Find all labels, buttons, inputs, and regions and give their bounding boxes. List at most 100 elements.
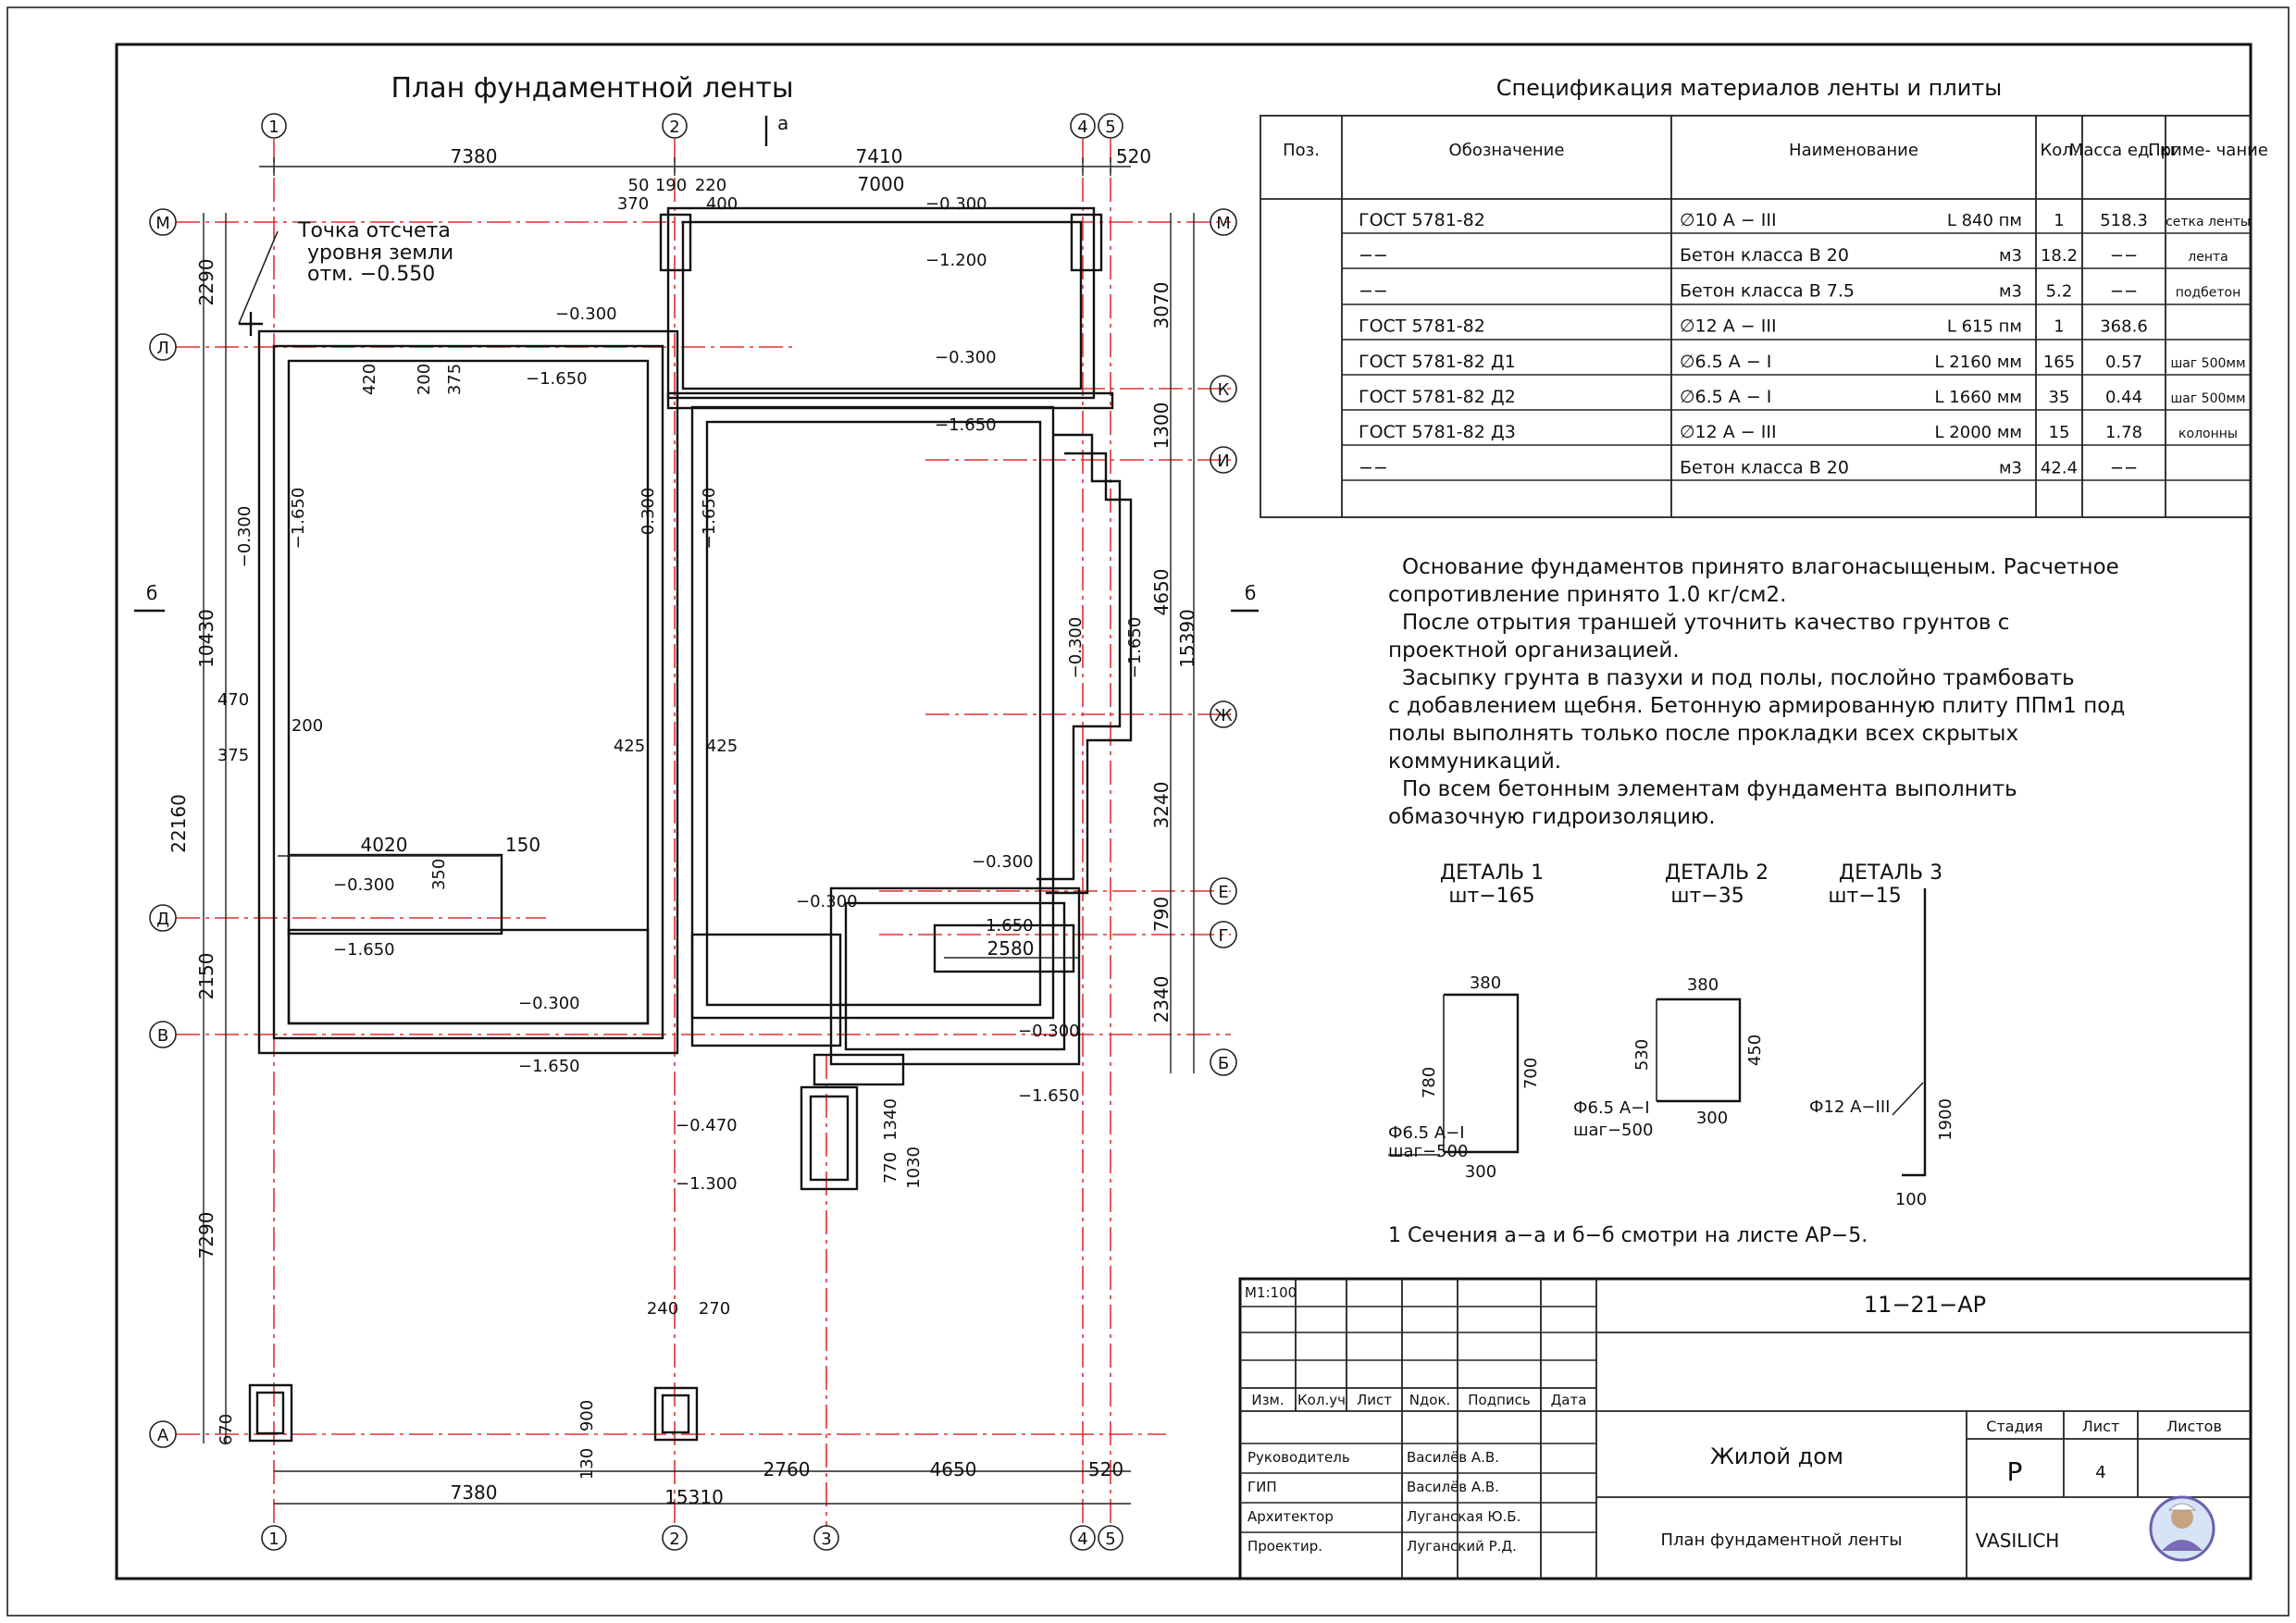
spec-cell-designation: ГОСТ 5781-82 Д1: [1359, 352, 1516, 372]
dim-label: 450: [1745, 1035, 1765, 1066]
section-label: б: [146, 582, 157, 604]
spec-header: Наименование: [1789, 141, 1918, 160]
level-mark: −0.300: [935, 348, 997, 367]
foundation-walls: [248, 206, 1133, 1443]
axis-label: 5: [1105, 118, 1115, 137]
axis-label: М: [1216, 214, 1231, 233]
axis-label: Д: [156, 910, 169, 929]
level-mark: −1.650: [700, 488, 719, 550]
stamp-col-header: Подпись: [1468, 1392, 1530, 1408]
dim-label: 400: [706, 194, 738, 214]
detail-label: Ф12 А−III: [1809, 1097, 1890, 1117]
note-line: После отрытия траншей уточнить качество …: [1402, 611, 2009, 635]
stamp-person: Луганская Ю.Б.: [1407, 1508, 1520, 1525]
spec-cell-qty_l: L 2000 мм: [1935, 423, 2022, 442]
spec-cell-name: ∅6.5 А − I: [1680, 387, 1771, 407]
dim-label: 380: [1687, 975, 1719, 995]
axis-bubbles-right: М К И Ж Е Г Б: [1210, 208, 1237, 1076]
level-mark: −1.650: [518, 1057, 580, 1076]
spec-cell-note: шаг 500мм: [2170, 356, 2245, 371]
detail-title: ДЕТАЛЬ 1: [1440, 861, 1544, 885]
axis-label: 4: [1077, 118, 1087, 137]
dim-label: 375: [445, 364, 465, 395]
spec-cell-designation: ГОСТ 5781-82: [1359, 316, 1485, 337]
dim-label: 7000: [858, 173, 905, 195]
spec-cell-designation: −−: [1359, 280, 1388, 301]
stamp-role: Проектир.: [1247, 1538, 1322, 1555]
axis-label: 2: [669, 1530, 679, 1549]
outer-border: [6, 6, 2290, 1617]
spec-cell-name: ∅6.5 А − I: [1680, 352, 1771, 372]
dim-label: 3070: [1150, 282, 1173, 329]
spec-cell-mass: 368.6: [2100, 317, 2148, 337]
detail-label: шаг−500: [1573, 1121, 1653, 1140]
spec-cell-note: подбетон: [2176, 285, 2241, 300]
spec-cell-qty: 1: [2054, 211, 2064, 230]
detail-2-shape: [1657, 997, 1742, 1103]
stamp-person: Василёв А.В.: [1407, 1479, 1499, 1495]
spec-header: Обозначение: [1449, 141, 1565, 160]
dim-label: 1300: [1150, 403, 1173, 450]
dim-label: 15390: [1176, 609, 1198, 668]
spec-cell-mass: −−: [2110, 281, 2138, 301]
note-line: Засыпку грунта в пазухи и под полы, посл…: [1402, 666, 2075, 690]
stamp-stage-header: Стадия: [1986, 1418, 2042, 1435]
dim-label: 900: [577, 1400, 597, 1431]
spec-cell-mass: −−: [2110, 246, 2138, 266]
level-mark: −0.300: [518, 994, 580, 1013]
spec-cell-qty: 1: [2054, 317, 2064, 337]
spec-cell-note: лента: [2188, 250, 2228, 265]
dim-label: 425: [706, 737, 738, 756]
dim-label: 420: [360, 364, 379, 395]
spec-cell-name: Бетон класса В 7.5: [1680, 280, 1855, 301]
general-notes: Основание фундаментов принято влагонасыщ…: [1388, 555, 2125, 829]
dim-label: 425: [614, 737, 645, 756]
note-line: сопротивление принято 1.0 кг/см2.: [1388, 583, 1786, 607]
stamp-sheet-header: Лист: [2082, 1418, 2120, 1435]
spec-cell-mass: 518.3: [2100, 211, 2148, 230]
title-block: М1:100 11−21−АР Изм. Кол.уч Лист Nдок. П…: [1238, 1277, 2253, 1580]
dim-label: 375: [217, 746, 249, 765]
spec-header: Поз.: [1283, 141, 1320, 160]
spec-cell-qty_l: L 2160 мм: [1935, 353, 2022, 372]
detail-title: ДЕТАЛЬ 2: [1665, 861, 1769, 885]
dim-label: 7380: [451, 1481, 498, 1504]
zero-note-line: Точка отсчета: [297, 219, 451, 242]
dim-label: 190: [655, 176, 687, 195]
dim-label: 1340: [881, 1098, 900, 1141]
stamp-object: Жилой дом: [1710, 1443, 1843, 1469]
sections-note: 1 Сечения а−а и б−б смотри на листе АР−5…: [1388, 1224, 1868, 1247]
note-line: коммуникаций.: [1388, 750, 1561, 774]
stamp-col-header: Кол.уч: [1297, 1392, 1346, 1408]
level-mark: −0.300: [972, 852, 1034, 872]
note-line: По всем бетонным элементам фундамента вы…: [1402, 777, 2017, 801]
axis-label: 4: [1077, 1530, 1087, 1549]
level-mark: −1.650: [1125, 617, 1145, 679]
dim-label: 2290: [195, 259, 217, 306]
spec-cell-qty: 35: [2049, 388, 2070, 407]
dim-label: 130: [577, 1448, 597, 1480]
plan-title: План фундаментной ленты: [391, 72, 794, 105]
dim-label: 370: [617, 194, 649, 214]
zero-note-line: уровня земли: [307, 242, 453, 265]
dim-label: 220: [695, 176, 726, 195]
level-mark: −1.650: [935, 415, 997, 435]
dim-label: 780: [1420, 1067, 1439, 1098]
dim-label: 50: [628, 176, 650, 195]
level-mark: −1.300: [676, 1174, 738, 1194]
spec-cell-qty_l: L 1660 мм: [1935, 388, 2022, 407]
level-mark: −0.300: [235, 506, 254, 568]
stamp-sheets-header: Листов: [2166, 1418, 2222, 1435]
specification: Спецификация материалов ленты и плиты По…: [1260, 75, 2268, 518]
spec-cell-qty_l: м3: [1999, 246, 2022, 266]
axis-label: 1: [268, 1530, 279, 1549]
dim-label: 520: [1116, 145, 1151, 167]
dim-label: 15310: [664, 1486, 724, 1508]
axis-label: К: [1218, 380, 1230, 400]
axis-label: Л: [156, 339, 169, 358]
spec-cell-qty_l: L 615 пм: [1947, 317, 2022, 337]
dim-label: 520: [1088, 1458, 1123, 1481]
dim-label: 2340: [1150, 976, 1173, 1023]
